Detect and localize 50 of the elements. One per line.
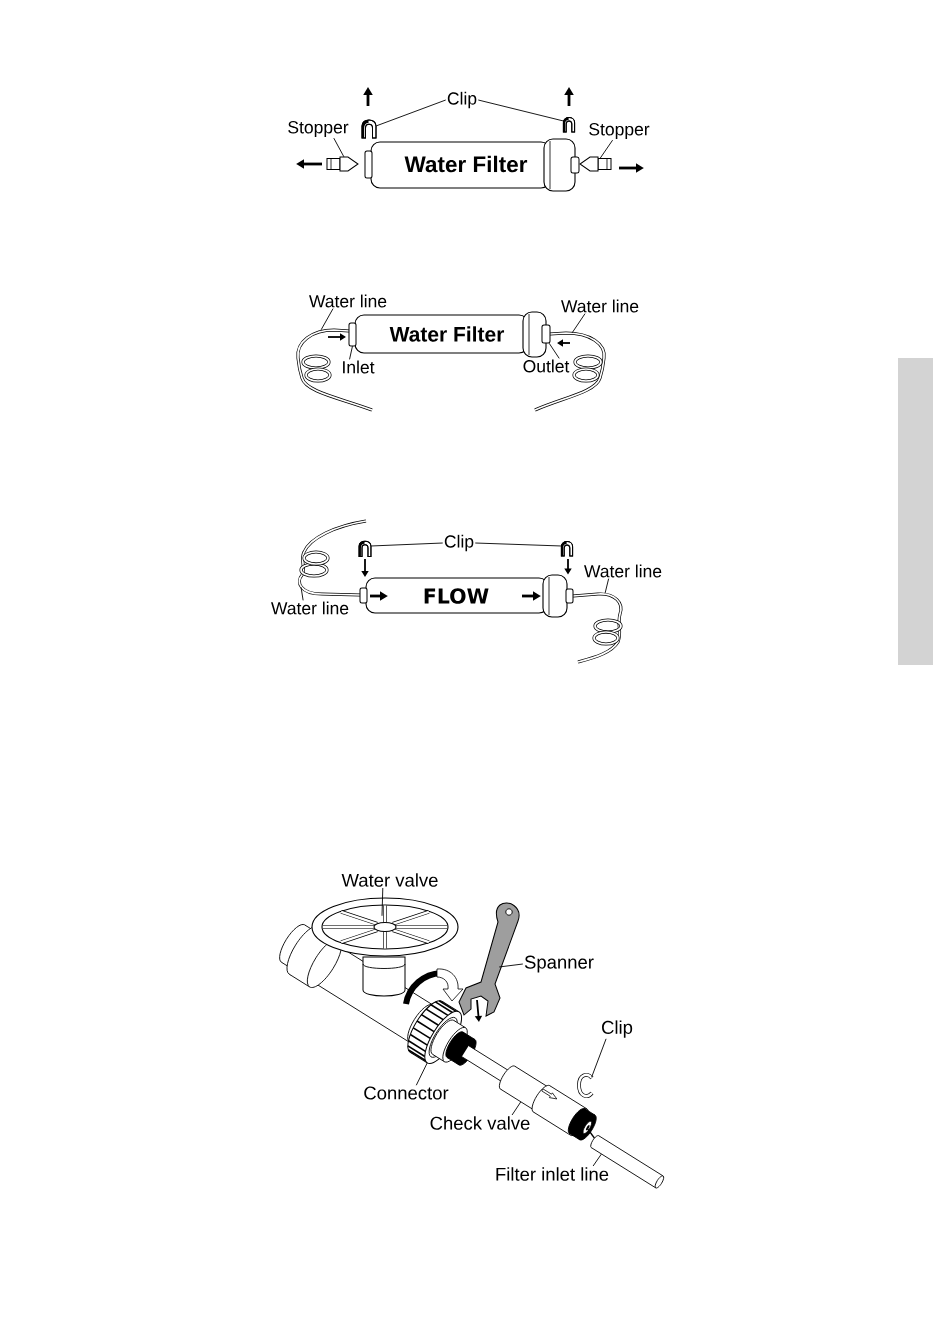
part-label: Water line [584,564,662,578]
clip [361,119,377,139]
leader-line [599,139,614,159]
part-label: Filter inlet line [496,1167,609,1181]
water-line-tube [296,328,373,412]
part-label: Water line [561,299,639,313]
filter-cartridge: Water Filter [354,311,547,358]
part-label: Connector [364,1086,449,1100]
leader-line [370,542,444,547]
clip [562,117,576,133]
leader-line [375,99,447,127]
leader-line [571,313,586,334]
stopper [579,156,612,172]
part-label: Stopper [288,121,349,137]
inlet-port [348,322,357,347]
leader-line [349,345,353,360]
leader-line [320,308,334,331]
side-tab [898,358,933,665]
part-label: Stopper [589,123,650,139]
leader-line [604,578,610,594]
leader-line [415,1062,428,1086]
part-label: Clip [602,1020,633,1038]
outlet-port [541,324,551,344]
clip [358,540,372,557]
part-label: Clip [444,534,474,552]
leader-line [591,1038,607,1078]
leader-line [592,1153,602,1167]
part-label: Check valve [430,1116,530,1130]
clip [560,541,574,557]
part-label: Water line [309,294,387,308]
leader-line [548,342,560,359]
part-label: Water valve [341,873,438,887]
leader-line [333,137,345,158]
leader-line [477,99,564,122]
leader-line [498,963,524,968]
leader-line [381,887,384,917]
part-label: Spanner [524,955,594,973]
leader-line [474,542,563,547]
part-label: Water line [271,601,349,615]
leader-line [300,586,304,601]
leader-line [511,1101,522,1116]
part-label: Clip [447,91,477,109]
water-line-tube [572,592,623,664]
spanner [458,902,520,1022]
filter-cartridge: Water Filter [364,138,580,192]
water-line-tube [298,519,367,597]
stopper [326,156,359,172]
part-label: Outlet [523,359,570,373]
connector-nut [407,999,477,1066]
filter-cartridge: FLOW [359,574,574,618]
